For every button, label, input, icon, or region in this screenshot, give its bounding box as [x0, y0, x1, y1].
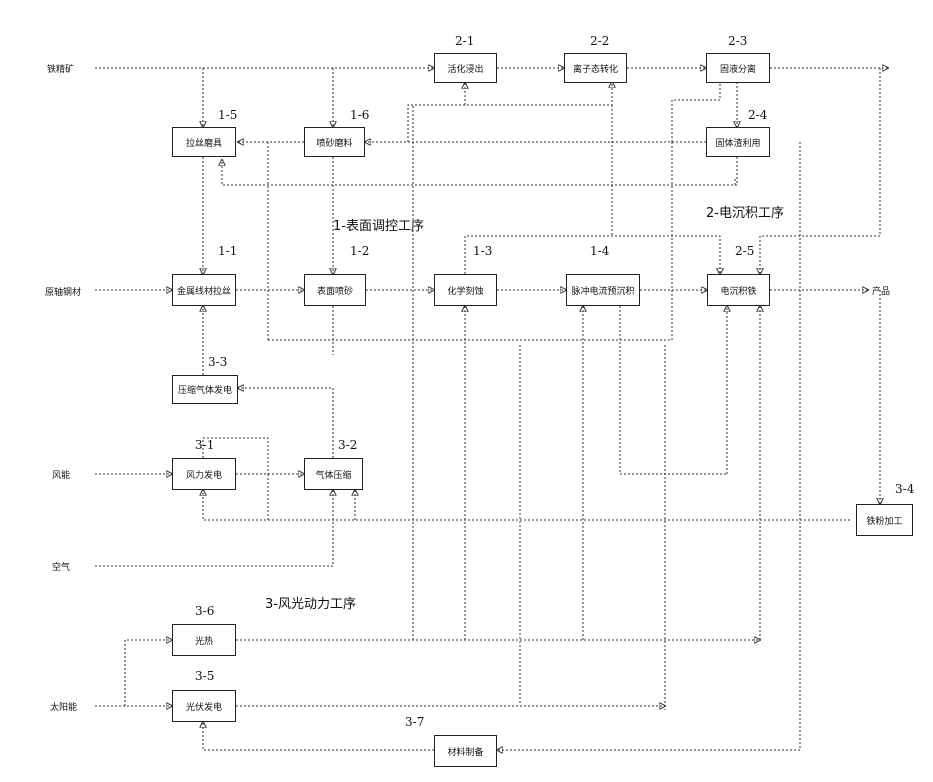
id-2-2: 2-2 [590, 34, 609, 48]
id-1-3: 1-3 [473, 244, 492, 258]
source-air: 空气 [52, 560, 70, 573]
box-chemical-etching: 化学刻蚀 [434, 274, 497, 306]
box-ion-conversion: 离子态转化 [564, 53, 627, 83]
id-3-3: 3-3 [208, 355, 227, 369]
box-iron-powder-processing: 铁粉加工 [856, 504, 913, 536]
source-bearing-steel: 原轴钢材 [45, 285, 81, 298]
id-1-1: 1-1 [218, 244, 237, 258]
id-3-1: 3-1 [195, 438, 214, 452]
box-gas-compression: 气体压缩 [304, 458, 363, 490]
id-2-5: 2-5 [735, 244, 754, 258]
section-wind-solar-power: 3-风光动力工序 [265, 593, 356, 612]
box-activation-leaching: 活化浸出 [434, 53, 497, 83]
id-2-1: 2-1 [455, 34, 474, 48]
box-surface-blasting: 表面喷砂 [304, 274, 366, 306]
id-3-6: 3-6 [195, 604, 214, 618]
box-photovoltaic-power: 光伏发电 [172, 690, 236, 722]
box-wind-power: 风力发电 [172, 458, 236, 490]
box-solar-thermal: 光热 [172, 624, 236, 656]
source-solar: 太阳能 [50, 700, 77, 713]
source-wind: 风能 [52, 468, 70, 481]
box-iron-electrodeposition: 电沉积铁 [707, 274, 770, 306]
id-3-5: 3-5 [195, 669, 214, 683]
box-material-preparation: 材料制备 [434, 735, 497, 767]
id-1-4: 1-4 [590, 244, 609, 258]
box-compressed-air-power: 压缩气体发电 [172, 375, 238, 404]
id-2-3: 2-3 [728, 34, 747, 48]
id-1-2: 1-2 [350, 244, 369, 258]
product-label: 产品 [872, 284, 890, 297]
box-drawing-die: 拉丝磨具 [172, 127, 236, 157]
id-3-4: 3-4 [895, 482, 914, 496]
box-solid-residue-use: 固体渣利用 [706, 127, 770, 157]
section-surface-control: 1-表面调控工序 [333, 215, 424, 234]
id-2-4: 2-4 [748, 108, 767, 122]
id-3-7: 3-7 [405, 715, 424, 729]
box-wire-drawing: 金属线材拉丝 [172, 274, 236, 306]
id-1-5: 1-5 [218, 108, 237, 122]
box-blast-abrasive: 喷砂磨料 [304, 127, 365, 157]
id-3-2: 3-2 [338, 438, 357, 452]
box-solid-liquid-separation: 固液分离 [706, 53, 770, 83]
section-electrodeposition: 2-电沉积工序 [706, 202, 784, 221]
source-iron-ore: 铁精矿 [47, 62, 74, 75]
box-pulse-predeposition: 脉冲电流预沉积 [566, 274, 640, 306]
id-1-6: 1-6 [350, 108, 369, 122]
